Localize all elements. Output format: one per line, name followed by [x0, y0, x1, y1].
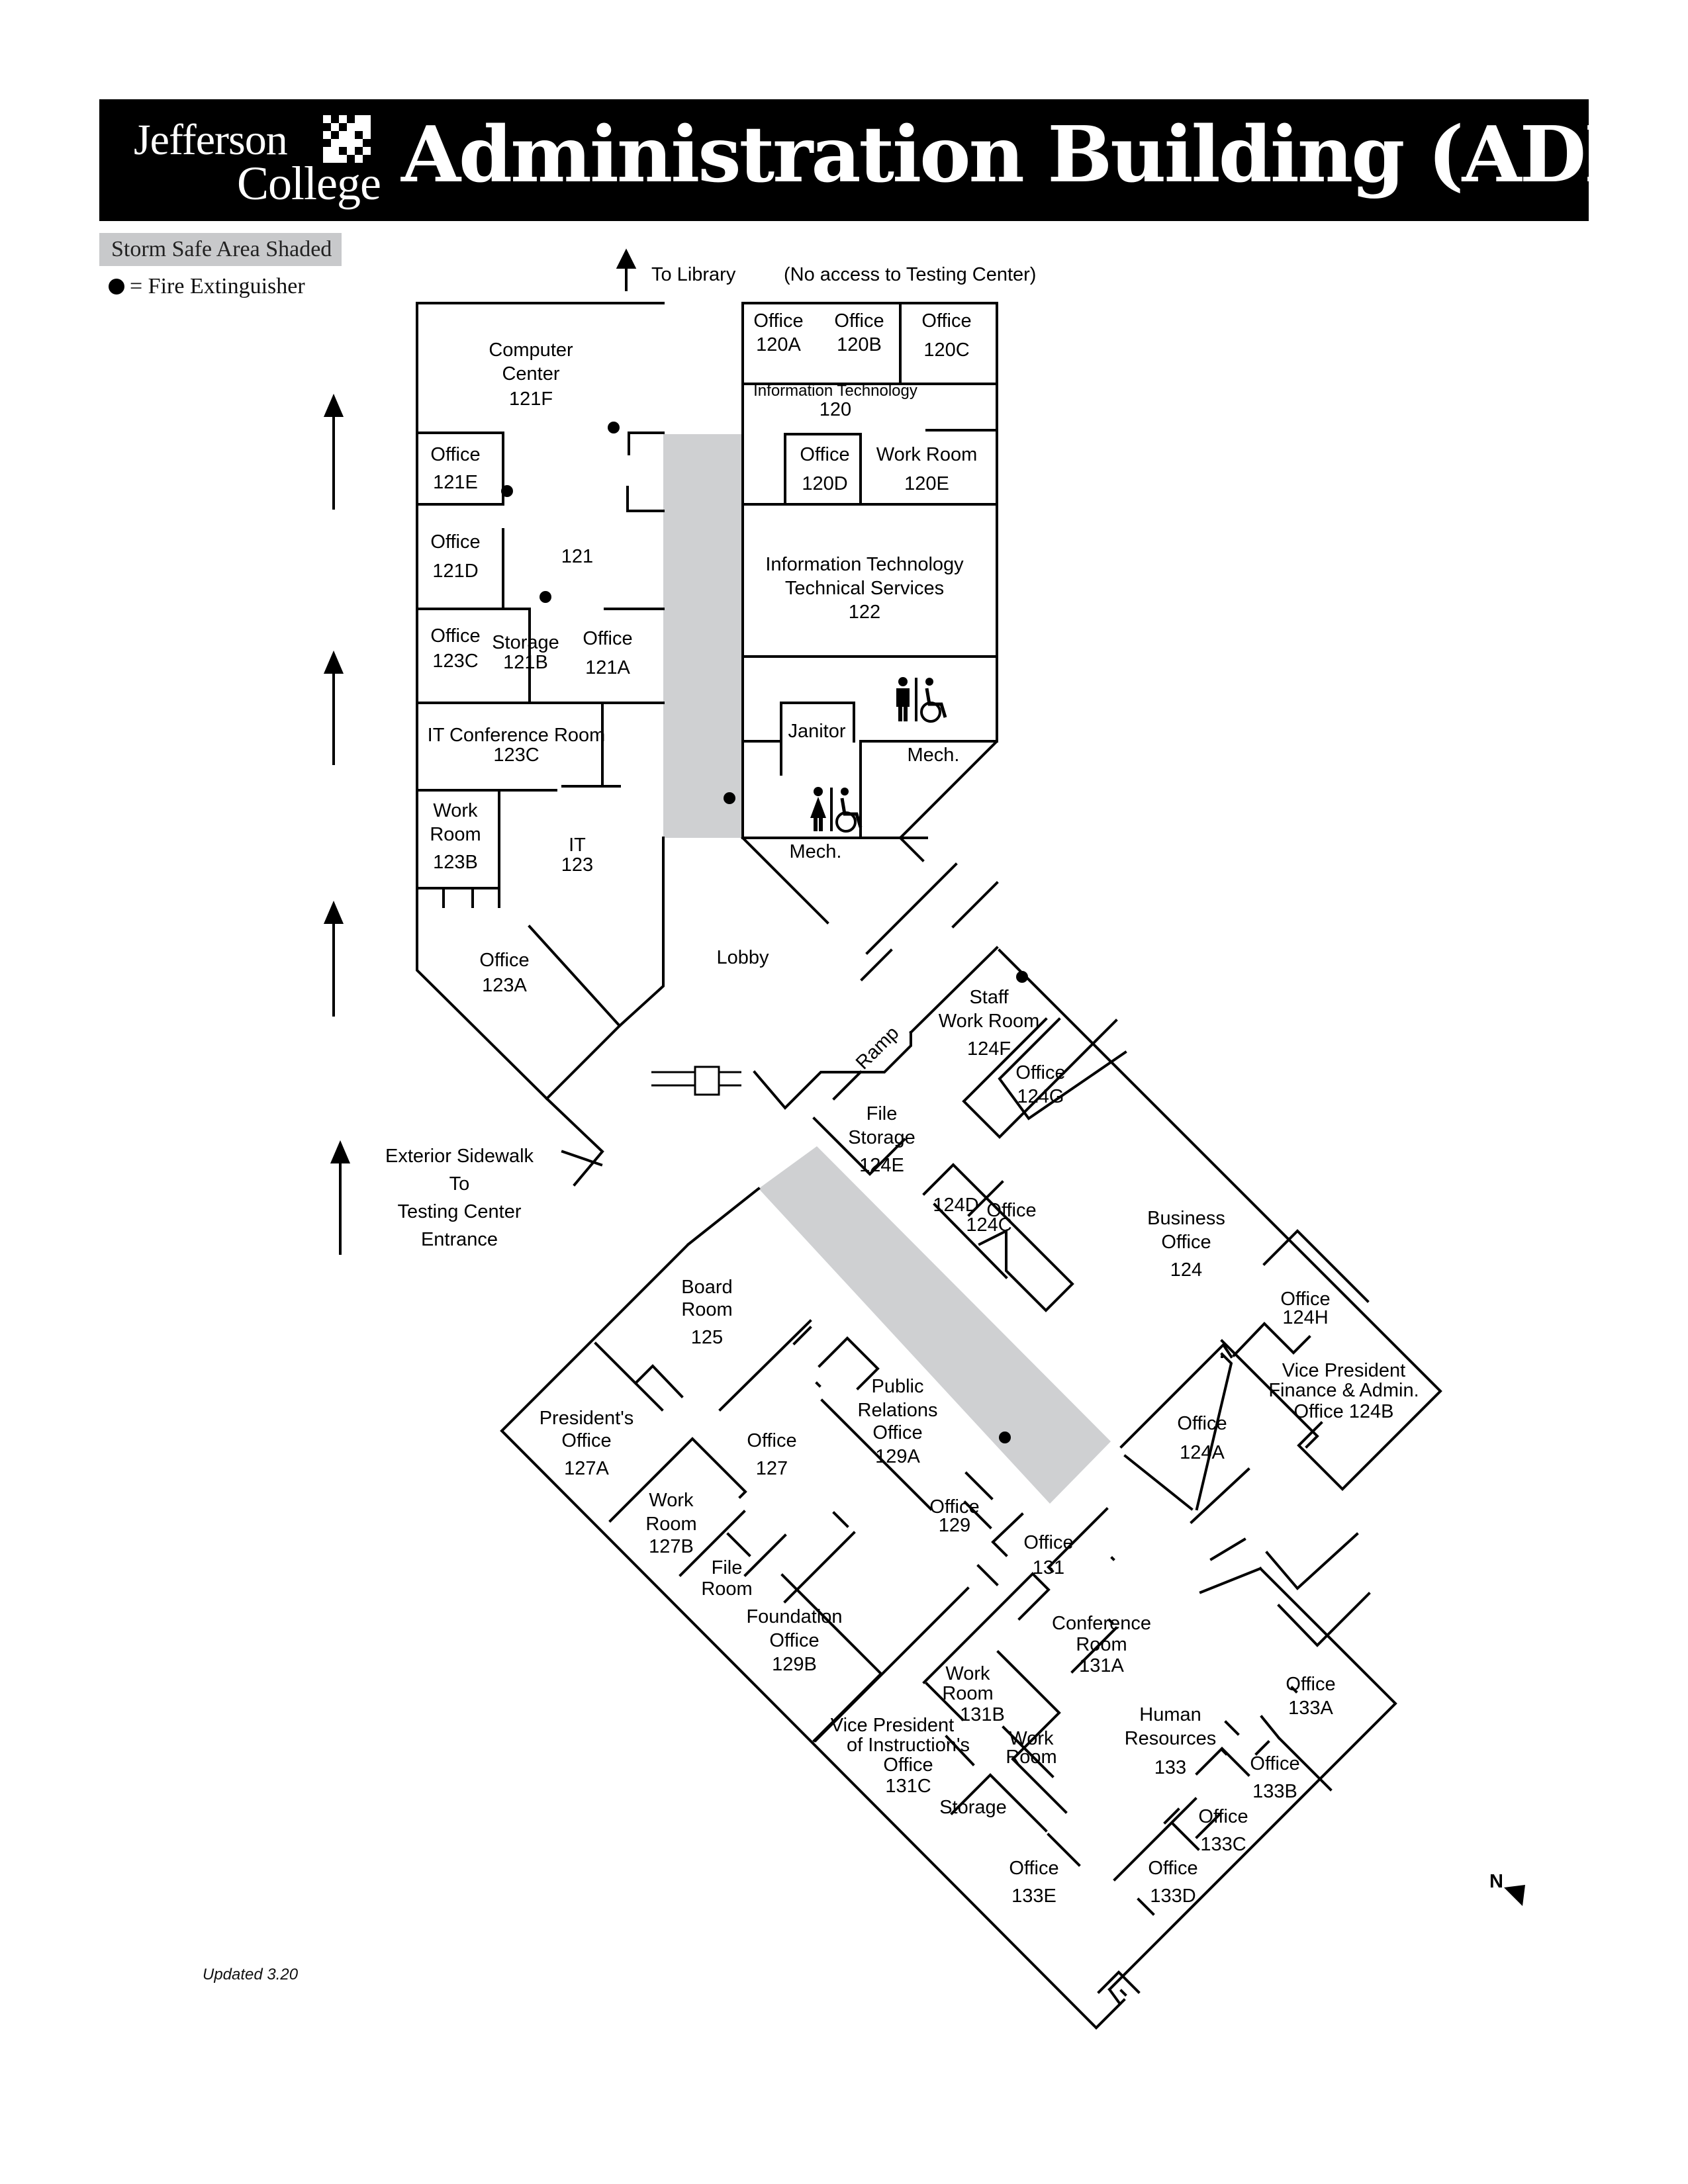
arrow-up-icon: [323, 393, 344, 417]
east-wing-diagonal: [741, 836, 1442, 1524]
fire-extinguisher-icon: [109, 279, 124, 295]
fire-extinguisher-icon: [608, 422, 620, 433]
sidewalk-line: Entrance: [421, 1229, 498, 1250]
arrow-up-icon: [330, 1140, 351, 1163]
arrow-up-icon: [323, 900, 344, 924]
room-mech-east: Mech.: [908, 745, 960, 766]
logo-college: College: [237, 157, 381, 210]
sidewalk-line: To: [449, 1173, 470, 1195]
storm-safe-corridor-north: [663, 434, 743, 838]
restroom-icon: [896, 677, 947, 723]
room-124d: 124D: [933, 1195, 978, 1216]
storm-safe-legend: Storm Safe Area Shaded: [99, 233, 342, 266]
south-wing-interior: [594, 1319, 1333, 1997]
sidewalk-line: Exterior Sidewalk: [385, 1146, 534, 1167]
fire-extinguisher-legend: = Fire Extinguisher: [109, 274, 305, 299]
east-wing-wall: [741, 302, 998, 839]
west-wing-wall: [416, 302, 665, 1101]
sidewalk-label: Exterior Sidewalk To Testing Center Entr…: [385, 1146, 534, 1250]
room-lobby: Lobby: [716, 947, 769, 968]
storm-safe-corridor-south: [759, 1146, 1111, 1504]
page-title: Administration Building (ADM): [401, 110, 1688, 200]
fire-extinguisher-icon: [724, 792, 735, 804]
direction-arrows: [323, 248, 637, 1255]
to-library-label: To Library: [651, 264, 736, 285]
fire-extinguisher-label: = Fire Extinguisher: [130, 274, 305, 298]
arrow-up-icon: [323, 650, 344, 674]
fire-extinguishers: [501, 422, 1028, 1443]
room-mech-south: Mech.: [790, 841, 842, 862]
room-storage: Storage: [939, 1797, 1007, 1818]
restroom-icon: [810, 787, 863, 833]
room-ramp: Ramp: [852, 1023, 903, 1073]
room-121: 121: [561, 546, 593, 567]
north-arrow-icon: [1504, 1885, 1525, 1906]
updated-note: Updated 3.20: [203, 1966, 299, 1983]
checker-logo-icon: [323, 115, 371, 163]
fire-extinguisher-icon: [501, 485, 513, 497]
fire-extinguisher-icon: [539, 591, 551, 603]
fire-extinguisher-icon: [999, 1432, 1011, 1443]
fire-extinguisher-icon: [1016, 971, 1028, 983]
entrance-railing: [651, 1066, 741, 1096]
south-wing-wall: [500, 1187, 1397, 2030]
arrow-up-icon: [616, 248, 637, 269]
no-access-label: (No access to Testing Center): [784, 264, 1036, 285]
room-janitor: Janitor: [788, 721, 845, 742]
sidewalk-line: Testing Center: [398, 1201, 522, 1222]
north-label: N: [1489, 1871, 1503, 1892]
header-bar: Jefferson College Administration Buildin…: [99, 99, 1688, 221]
logo-jefferson: Jefferson: [134, 116, 288, 164]
west-wing-interior: [416, 432, 665, 1187]
